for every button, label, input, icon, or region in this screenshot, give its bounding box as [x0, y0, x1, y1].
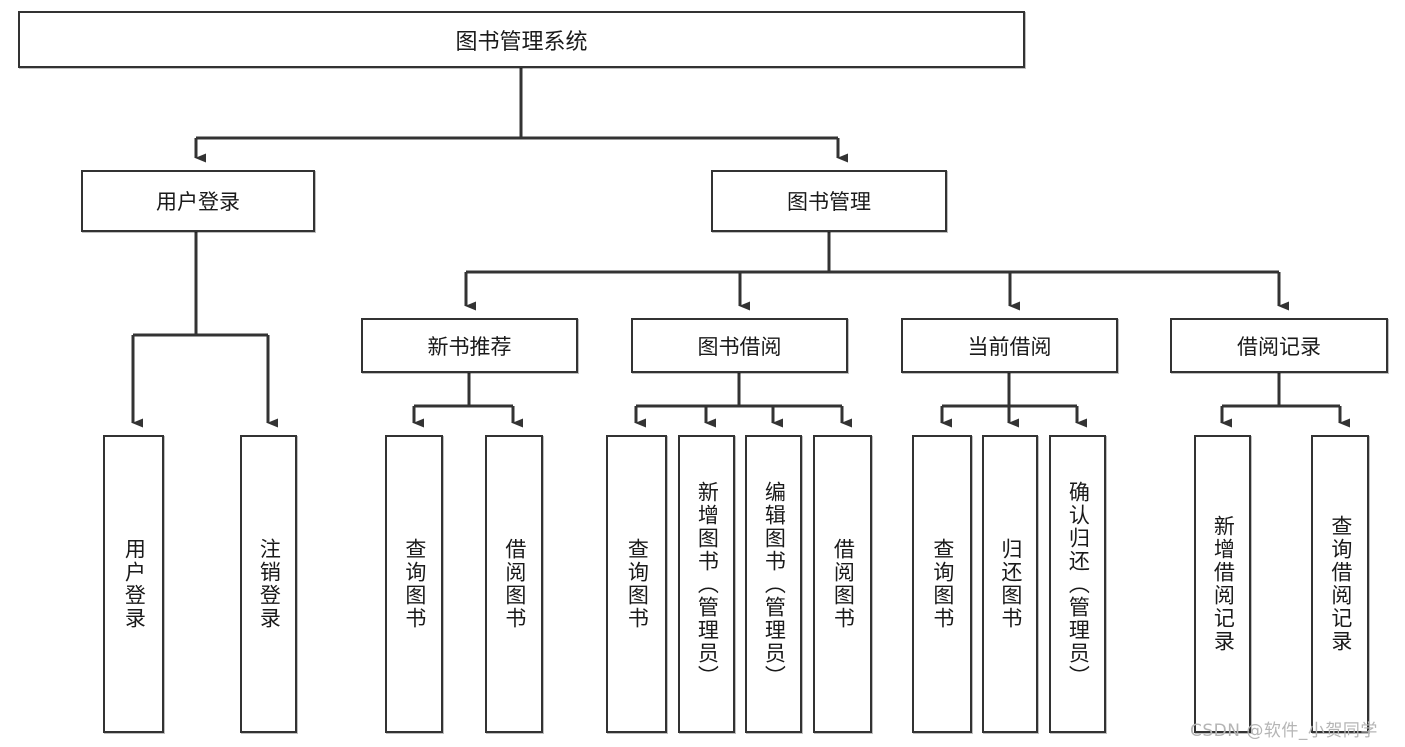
- leaf-borrow-records-query-record[interactable]: 查询借阅记录: [1311, 435, 1369, 733]
- node-label: 借阅图书: [502, 538, 527, 630]
- leaf-borrow-records-add-record[interactable]: 新增借阅记录: [1194, 435, 1251, 733]
- node-label: 确认归还（管理员）: [1066, 480, 1091, 688]
- leaf-new-book-borrow-book[interactable]: 借阅图书: [485, 435, 543, 733]
- node-label: 归还图书: [998, 538, 1023, 630]
- node-label: 图书管理: [787, 190, 871, 214]
- leaf-book-borrow-add-book-admin[interactable]: 新增图书（管理员）: [678, 435, 735, 733]
- leaf-book-borrow-query-book[interactable]: 查询图书: [606, 435, 667, 733]
- node-label: 新书推荐: [427, 334, 512, 359]
- node-book-management[interactable]: 图书管理: [711, 170, 947, 232]
- leaf-book-borrow-borrow-book[interactable]: 借阅图书: [813, 435, 872, 733]
- node-new-book-recommend[interactable]: 新书推荐: [361, 318, 578, 373]
- leaf-user-login-login[interactable]: 用户登录: [103, 435, 164, 733]
- node-label: 查询图书: [930, 538, 955, 630]
- node-label: 借阅图书: [831, 538, 856, 630]
- watermark-label: CSDN @软件_小贺同学: [1190, 721, 1378, 741]
- node-root-book-management-system[interactable]: 图书管理系统: [18, 11, 1025, 68]
- node-label: 用户登录: [122, 538, 147, 630]
- leaf-new-book-query-book[interactable]: 查询图书: [385, 435, 443, 733]
- node-current-borrow[interactable]: 当前借阅: [901, 318, 1118, 373]
- node-user-login[interactable]: 用户登录: [81, 170, 315, 232]
- node-label: 新增图书（管理员）: [695, 480, 720, 688]
- node-label: 图书管理系统: [455, 29, 588, 55]
- node-label: 用户登录: [156, 190, 240, 214]
- node-label: 编辑图书（管理员）: [762, 480, 787, 688]
- node-borrow-records[interactable]: 借阅记录: [1170, 318, 1388, 373]
- node-label: 图书借阅: [697, 334, 782, 359]
- node-label: 查询图书: [402, 538, 427, 630]
- node-label: 查询图书: [625, 538, 650, 630]
- leaf-user-login-logout[interactable]: 注销登录: [240, 435, 297, 733]
- leaf-current-borrow-return-book[interactable]: 归还图书: [982, 435, 1038, 733]
- node-label: 借阅记录: [1237, 334, 1321, 359]
- node-label: 查询借阅记录: [1328, 515, 1353, 653]
- node-book-borrow[interactable]: 图书借阅: [631, 318, 848, 373]
- node-label: 注销登录: [257, 538, 282, 630]
- node-label: 当前借阅: [967, 334, 1052, 359]
- node-label: 新增借阅记录: [1211, 515, 1236, 653]
- leaf-current-borrow-query-book[interactable]: 查询图书: [912, 435, 972, 733]
- leaf-book-borrow-edit-book-admin[interactable]: 编辑图书（管理员）: [745, 435, 802, 733]
- leaf-current-borrow-confirm-return-admin[interactable]: 确认归还（管理员）: [1049, 435, 1106, 733]
